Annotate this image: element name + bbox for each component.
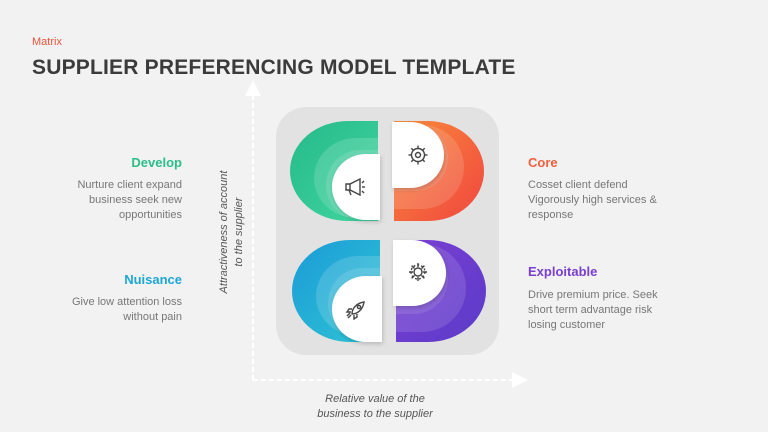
exploitable-title: Exploitable [528,264,598,279]
exploitable-line-1: Drive premium price. Seek [528,289,658,301]
x-axis-label-line-2: business to the supplier [317,408,433,420]
core-line-1: Cosset client defend [528,179,628,191]
nuisance-line-2: without pain [123,311,182,323]
cog-spark-icon [409,263,427,281]
page-title: SUPPLIER PREFERENCING MODEL TEMPLATE [32,56,516,79]
develop-description: Nurture client expand business seek new … [77,178,182,223]
develop-line-1: Nurture client expand [77,179,182,191]
exploitable-description: Drive premium price. Seek short term adv… [528,288,658,333]
nuisance-title: Nuisance [124,272,182,287]
nuisance-line-1: Give low attention loss [71,296,182,308]
develop-line-3: opportunities [119,209,182,221]
x-axis-label-line-1: Relative value of the [325,393,425,405]
kicker: Matrix [32,36,62,48]
x-axis-label: Relative value of the business to the su… [300,392,450,422]
core-description: Cosset client defend Vigorously high ser… [528,178,657,223]
nuisance-block [292,240,382,342]
exploitable-line-2: short term advantage risk [528,304,653,316]
core-block [392,121,484,221]
core-title: Core [528,155,558,170]
exploitable-line-3: losing customer [528,319,606,331]
rocket-icon [345,301,365,321]
megaphone-icon [345,177,365,197]
develop-block [290,121,380,221]
core-line-3: response [528,209,574,221]
nuisance-description: Give low attention loss without pain [72,295,182,325]
develop-line-2: business seek new [89,194,182,206]
develop-title: Develop [131,155,182,170]
core-line-2: Vigorously high services & [528,194,657,206]
gear-icon [408,145,428,165]
